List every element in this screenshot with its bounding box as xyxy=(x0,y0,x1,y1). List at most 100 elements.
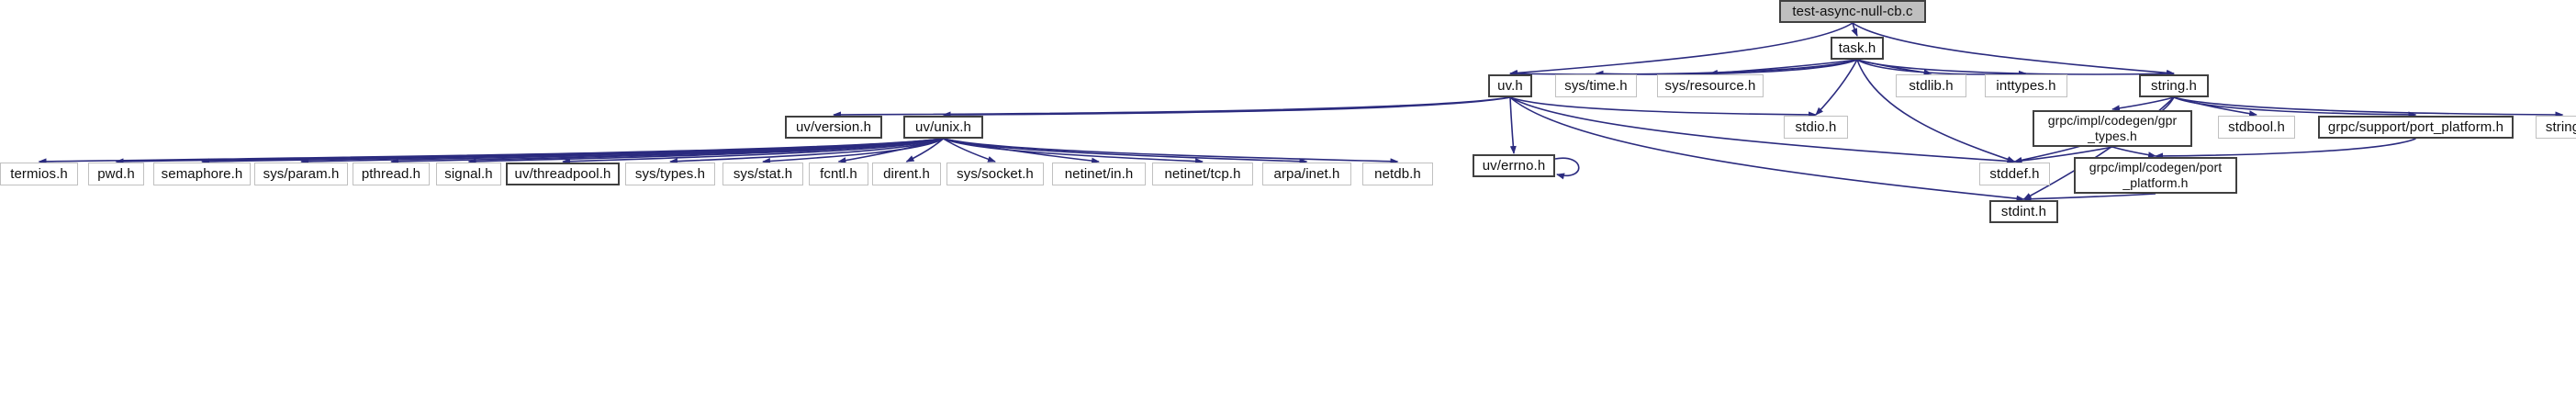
graph-node-label: stdbool.h xyxy=(2228,119,2285,135)
graph-node-label: grpc/support/port_platform.h xyxy=(2327,119,2504,135)
graph-node-arpa-inet-h[interactable]: arpa/inet.h xyxy=(1262,163,1351,185)
graph-node-uv-threadpool-h[interactable]: uv/threadpool.h xyxy=(506,163,620,185)
graph-node-label: string.h xyxy=(2151,78,2197,94)
edge-uv-unix-h-to-sys-stat-h xyxy=(762,138,944,164)
graph-node-dirent-h[interactable]: dirent.h xyxy=(872,163,941,185)
edge-uv-unix-h-to-semaphore-h xyxy=(201,138,944,165)
graph-node-task-h[interactable]: task.h xyxy=(1831,37,1884,60)
edge-test-async-null-cb-c-to-task-h xyxy=(1851,22,1858,37)
graph-node-stdbool-h[interactable]: stdbool.h xyxy=(2218,116,2295,139)
edge-task-h-to-inttypes-h xyxy=(1856,59,2027,77)
edge-uv-unix-h-to-sys-param-h xyxy=(300,138,944,165)
graph-node-label: sys/stat.h xyxy=(733,166,793,182)
edge-uv-h-to-uv-version-h xyxy=(833,96,1511,118)
edge-uv-unix-h-to-sys-socket-h xyxy=(943,138,996,163)
edge-task-h-to-uv-h xyxy=(1509,59,1858,77)
graph-node-sys-socket-h[interactable]: sys/socket.h xyxy=(946,163,1044,185)
edge-uv-unix-h-to-fcntl-h xyxy=(837,138,944,164)
graph-node-sys-param-h[interactable]: sys/param.h xyxy=(254,163,348,185)
graph-node-netdb-h[interactable]: netdb.h xyxy=(1362,163,1433,185)
graph-node-stdint-h[interactable]: stdint.h xyxy=(1989,200,2058,223)
graph-node-label: pwd.h xyxy=(97,166,135,182)
graph-node-grpc-impl-codegen-gpr-types-h[interactable]: grpc/impl/codegen/gpr _types.h xyxy=(2033,110,2192,147)
graph-node-semaphore-h[interactable]: semaphore.h xyxy=(153,163,251,185)
graph-node-label: uv.h xyxy=(1497,78,1523,94)
graph-node-uv-unix-h[interactable]: uv/unix.h xyxy=(903,116,983,139)
edge-uv-unix-h-to-netdb-h xyxy=(943,138,1399,165)
graph-node-label: sys/time.h xyxy=(1564,78,1628,94)
graph-node-test-async-null-cb-c[interactable]: test-async-null-cb.c xyxy=(1779,0,1926,23)
edge-uv-unix-h-to-sys-types-h xyxy=(669,138,944,165)
graph-node-label: dirent.h xyxy=(883,166,930,182)
graph-node-string-h[interactable]: string.h xyxy=(2139,74,2209,97)
graph-node-signal-h[interactable]: signal.h xyxy=(436,163,501,185)
graph-node-string[interactable]: string xyxy=(2536,116,2576,139)
graph-node-label: sys/param.h xyxy=(263,166,340,182)
graph-node-stdlib-h[interactable]: stdlib.h xyxy=(1896,74,1966,97)
edge-uv-unix-h-to-netinet-tcp-h xyxy=(943,138,1204,165)
graph-node-inttypes-h[interactable]: inttypes.h xyxy=(1985,74,2067,97)
graph-node-label: grpc/impl/codegen/gpr _types.h xyxy=(2047,113,2178,143)
graph-node-stddef-h[interactable]: stddef.h xyxy=(1979,163,2050,185)
graph-node-uv-errno-h[interactable]: uv/errno.h xyxy=(1473,154,1555,177)
graph-node-fcntl-h[interactable]: fcntl.h xyxy=(809,163,868,185)
edge-grpc-support-port-platform-h-to-grpc-impl-codegen-port-platform-h xyxy=(2155,138,2416,160)
graph-node-label: stdio.h xyxy=(1795,119,1837,135)
graph-node-label: signal.h xyxy=(444,166,493,182)
graph-node-netinet-in-h[interactable]: netinet/in.h xyxy=(1052,163,1146,185)
graph-node-label: netinet/in.h xyxy=(1064,166,1134,182)
graph-node-label: task.h xyxy=(1838,40,1876,56)
graph-node-label: arpa/inet.h xyxy=(1273,166,1340,182)
graph-node-sys-resource-h[interactable]: sys/resource.h xyxy=(1657,74,1764,97)
edge-uv-h-to-stdio-h xyxy=(1509,96,1817,118)
graph-node-uv-h[interactable]: uv.h xyxy=(1488,74,1532,97)
graph-node-label: string xyxy=(2545,119,2576,135)
graph-node-pwd-h[interactable]: pwd.h xyxy=(88,163,144,185)
edge-task-h-to-stdio-h xyxy=(1815,59,1858,116)
edge-task-h-to-stdlib-h xyxy=(1856,59,1932,76)
edge-string-h-to-grpc-impl-codegen-gpr-types-h xyxy=(2111,96,2175,112)
edge-uv-unix-h-to-termios-h xyxy=(38,138,944,165)
graph-node-label: stddef.h xyxy=(1989,166,2040,182)
edge-uv-unix-h-to-pthread-h xyxy=(390,138,944,165)
edge-test-async-null-cb-c-to-uv-h xyxy=(1509,22,1854,76)
graph-node-label: pthread.h xyxy=(361,166,421,182)
graph-node-sys-time-h[interactable]: sys/time.h xyxy=(1555,74,1637,97)
graph-node-label: termios.h xyxy=(10,166,68,182)
edge-uv-h-to-uv-unix-h xyxy=(942,96,1511,118)
edge-grpc-impl-codegen-port-platform-h-to-stdint-h xyxy=(2022,193,2156,203)
edge-uv-unix-h-to-pwd-h xyxy=(115,138,944,165)
edge-uv-unix-h-to-uv-threadpool-h xyxy=(562,138,944,165)
graph-node-grpc-support-port-platform-h[interactable]: grpc/support/port_platform.h xyxy=(2318,116,2514,139)
graph-node-stdio-h[interactable]: stdio.h xyxy=(1784,116,1848,139)
graph-node-pthread-h[interactable]: pthread.h xyxy=(353,163,430,185)
graph-node-netinet-tcp-h[interactable]: netinet/tcp.h xyxy=(1152,163,1253,185)
graph-node-sys-stat-h[interactable]: sys/stat.h xyxy=(722,163,803,185)
graph-node-label: stdlib.h xyxy=(1909,78,1954,94)
edge-task-h-to-sys-time-h xyxy=(1595,59,1858,77)
graph-node-label: uv/threadpool.h xyxy=(514,166,611,182)
edge-string-h-to-string xyxy=(2173,96,2564,118)
edge-uv-h-to-uv-errno-h xyxy=(1509,96,1517,154)
graph-node-label: uv/version.h xyxy=(795,119,872,135)
edge-test-async-null-cb-c-to-string-h xyxy=(1852,22,2175,76)
graph-node-label: sys/resource.h xyxy=(1664,78,1756,94)
edge-uv-unix-h-to-arpa-inet-h xyxy=(943,138,1308,165)
graph-node-label: fcntl.h xyxy=(820,166,857,182)
graph-node-label: uv/unix.h xyxy=(915,119,971,135)
edge-uv-h-to-stddef-h xyxy=(1509,96,2016,164)
edge-task-h-to-sys-resource-h xyxy=(1709,59,1858,76)
graph-node-uv-version-h[interactable]: uv/version.h xyxy=(785,116,882,139)
graph-node-termios-h[interactable]: termios.h xyxy=(0,163,78,185)
graph-node-sys-types-h[interactable]: sys/types.h xyxy=(625,163,715,185)
graph-node-label: netinet/tcp.h xyxy=(1164,166,1241,182)
edge-uv-unix-h-to-signal-h xyxy=(467,138,944,165)
edge-task-h-to-string-h xyxy=(1856,59,2175,77)
graph-node-label: stdint.h xyxy=(2000,204,2047,219)
edge-uv-errno-h-to-uv-errno-h xyxy=(1554,157,1580,180)
graph-node-grpc-impl-codegen-port-platform-h[interactable]: grpc/impl/codegen/port _platform.h xyxy=(2074,157,2237,194)
graph-node-label: semaphore.h xyxy=(161,166,243,182)
graph-node-label: uv/errno.h xyxy=(1482,158,1546,174)
